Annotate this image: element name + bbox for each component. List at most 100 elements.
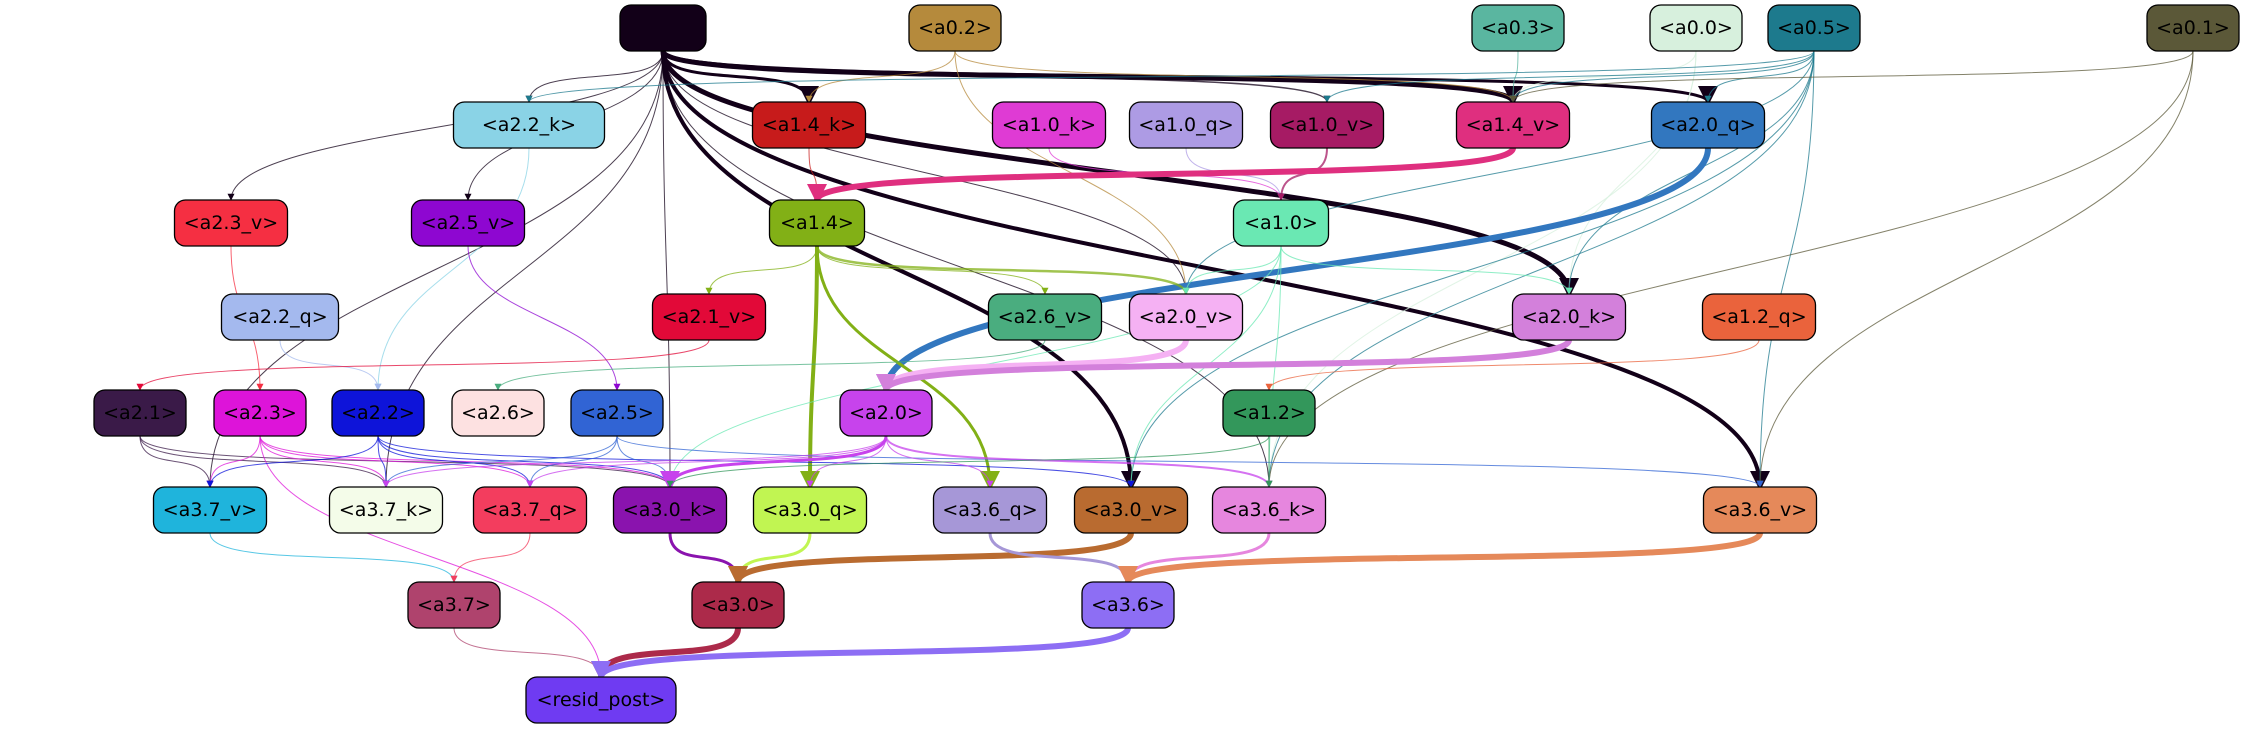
node-box — [93, 389, 187, 437]
edge-a2-0-k-to-a2-0 — [876, 338, 1572, 394]
node-a0-2[interactable]: <a0.2> — [908, 4, 1002, 52]
node-label: <a2.2_k> — [482, 114, 576, 136]
node-label: <a2.2_q> — [232, 306, 327, 328]
node-a2-2-q[interactable]: <a2.2_q> — [220, 293, 340, 341]
node-a2-1-v[interactable]: <a2.1_v> — [651, 293, 767, 341]
node-a2-5[interactable]: <a2.5> — [570, 389, 664, 437]
edge-top-to-a1-0-v — [662, 50, 1331, 103]
node-a0-0[interactable]: <a0.0> — [1649, 4, 1743, 52]
node-a1-2-q[interactable]: <a1.2_q> — [1701, 293, 1817, 341]
edge-a2-1-to-a3-7-k — [139, 435, 390, 488]
node-box — [407, 581, 501, 629]
node-label: <a2.3> — [223, 402, 297, 424]
node-a3-6[interactable]: <a3.6> — [1081, 581, 1175, 629]
edge-a2-2-to-a3-7-k — [377, 435, 390, 488]
node-label: <a2.0> — [849, 402, 923, 424]
node-a2-3[interactable]: <a2.3> — [213, 389, 307, 437]
node-label: <a3.6_v> — [1713, 499, 1807, 521]
edge-a0-5-to-a2-2-k — [525, 50, 1815, 103]
edge-a1-4-to-a2-0-v — [815, 245, 1190, 295]
node-a2-6-v[interactable]: <a2.6_v> — [987, 293, 1103, 341]
edge-a2-0-to-a3-0-k — [660, 435, 888, 491]
node-a1-4-k[interactable]: <a1.4_k> — [751, 101, 867, 149]
node-a2-0-k[interactable]: <a2.0_k> — [1511, 293, 1627, 341]
node-a2-0[interactable]: <a2.0> — [839, 389, 933, 437]
edge-a0-5-to-a3-0-v — [1127, 50, 1815, 488]
edge-a0-0-to-a1-4-v — [1509, 50, 1697, 103]
node-a3-0[interactable]: <a3.0> — [691, 581, 785, 629]
node-label: <a0.5> — [1777, 17, 1851, 39]
node-label: <a0.2> — [918, 17, 992, 39]
node-box — [328, 486, 444, 534]
node-box — [1650, 101, 1766, 149]
node-a3-7[interactable]: <a3.7> — [407, 581, 501, 629]
edge-a3-7-v-to-a3-7 — [209, 532, 458, 583]
node-a3-0-k[interactable]: <a3.0_k> — [612, 486, 728, 534]
node-a1-0[interactable]: <a1.0> — [1232, 199, 1330, 247]
node-label: <a0.1> — [2156, 17, 2230, 39]
node-a3-6-q[interactable]: <a3.6_q> — [932, 486, 1048, 534]
node-a3-0-v[interactable]: <a3.0_v> — [1073, 486, 1189, 534]
node-a0-1[interactable]: <a0.1> — [2146, 4, 2240, 52]
node-a1-4-v[interactable]: <a1.4_v> — [1455, 101, 1571, 149]
node-label: <a2.6> — [461, 402, 535, 424]
node-label: <a1.0_k> — [1002, 114, 1096, 136]
node-a2-0-v[interactable]: <a2.0_v> — [1128, 293, 1244, 341]
node-a3-6-k[interactable]: <a3.6_k> — [1211, 486, 1327, 534]
node-box — [570, 389, 664, 437]
node-box — [472, 486, 588, 534]
node-a2-2-k[interactable]: <a2.2_k> — [452, 101, 606, 149]
node-label: <a3.0> — [701, 594, 775, 616]
node-a1-0-q[interactable]: <a1.0_q> — [1128, 101, 1244, 149]
node-a2-0-q[interactable]: <a2.0_q> — [1650, 101, 1766, 149]
node-a2-5-v[interactable]: <a2.5_v> — [410, 199, 526, 247]
edge-a0-5-to-a1-4-v — [1509, 50, 1815, 103]
node-label: <a1.0_q> — [1138, 114, 1233, 136]
node-label: <a2.2> — [341, 402, 415, 424]
node-label: <a1.0> — [1244, 212, 1318, 234]
node-a3-7-q[interactable]: <a3.7_q> — [472, 486, 588, 534]
edge-a2-0-to-a3-0-q — [806, 435, 887, 488]
node-box — [1649, 4, 1743, 52]
node-box — [331, 389, 425, 437]
node-a1-4[interactable]: <a1.4> — [768, 199, 866, 247]
edge-top-to-a1-4-k — [661, 50, 819, 106]
edge-a2-5-to-a3-6-v — [616, 435, 1764, 488]
edge-a0-2-to-a1-4-v — [954, 50, 1517, 103]
node-a3-7-v[interactable]: <a3.7_v> — [152, 486, 268, 534]
node-a0-3[interactable]: <a0.3> — [1471, 4, 1565, 52]
edge-a0-5-to-a2-0-q — [1704, 50, 1815, 103]
edge-a2-3-to-a3-0-k — [259, 435, 674, 488]
node-top[interactable] — [619, 4, 707, 52]
node-a1-0-k[interactable]: <a1.0_k> — [991, 101, 1107, 149]
node-a2-3-v[interactable]: <a2.3_v> — [173, 199, 289, 247]
node-label: <a3.7_v> — [163, 499, 257, 521]
node-a1-2[interactable]: <a1.2> — [1222, 389, 1316, 437]
node-label: <a0.0> — [1659, 17, 1733, 39]
node-a3-7-k[interactable]: <a3.7_k> — [328, 486, 444, 534]
node-label: <a3.6_k> — [1222, 499, 1316, 521]
node-box — [410, 199, 526, 247]
node-a2-1[interactable]: <a2.1> — [93, 389, 187, 437]
edge-a2-2-to-a3-7-v — [206, 435, 379, 488]
node-box — [1702, 486, 1818, 534]
node-a1-0-v[interactable]: <a1.0_v> — [1269, 101, 1385, 149]
edge-a2-1-to-a3-7-v — [139, 435, 214, 488]
node-label: <a3.7_q> — [482, 499, 577, 521]
node-label: <a3.0_v> — [1084, 499, 1178, 521]
node-box — [1081, 581, 1175, 629]
node-a2-6[interactable]: <a2.6> — [451, 389, 545, 437]
edge-a2-5-to-a3-7-k — [382, 435, 618, 488]
edge-a2-5-to-a3-7-q — [526, 435, 618, 488]
node-resid-post[interactable]: <resid_post> — [525, 676, 677, 724]
node-label: <a3.0_q> — [762, 499, 857, 521]
edge-a2-0-to-a3-7-q — [526, 435, 887, 488]
node-label: <a2.5> — [580, 402, 654, 424]
node-a3-6-v[interactable]: <a3.6_v> — [1702, 486, 1818, 534]
node-box — [932, 486, 1048, 534]
node-a3-0-q[interactable]: <a3.0_q> — [752, 486, 868, 534]
node-a2-2[interactable]: <a2.2> — [331, 389, 425, 437]
node-a0-5[interactable]: <a0.5> — [1767, 4, 1861, 52]
node-box — [1128, 101, 1244, 149]
node-label: <a3.6_q> — [942, 499, 1037, 521]
